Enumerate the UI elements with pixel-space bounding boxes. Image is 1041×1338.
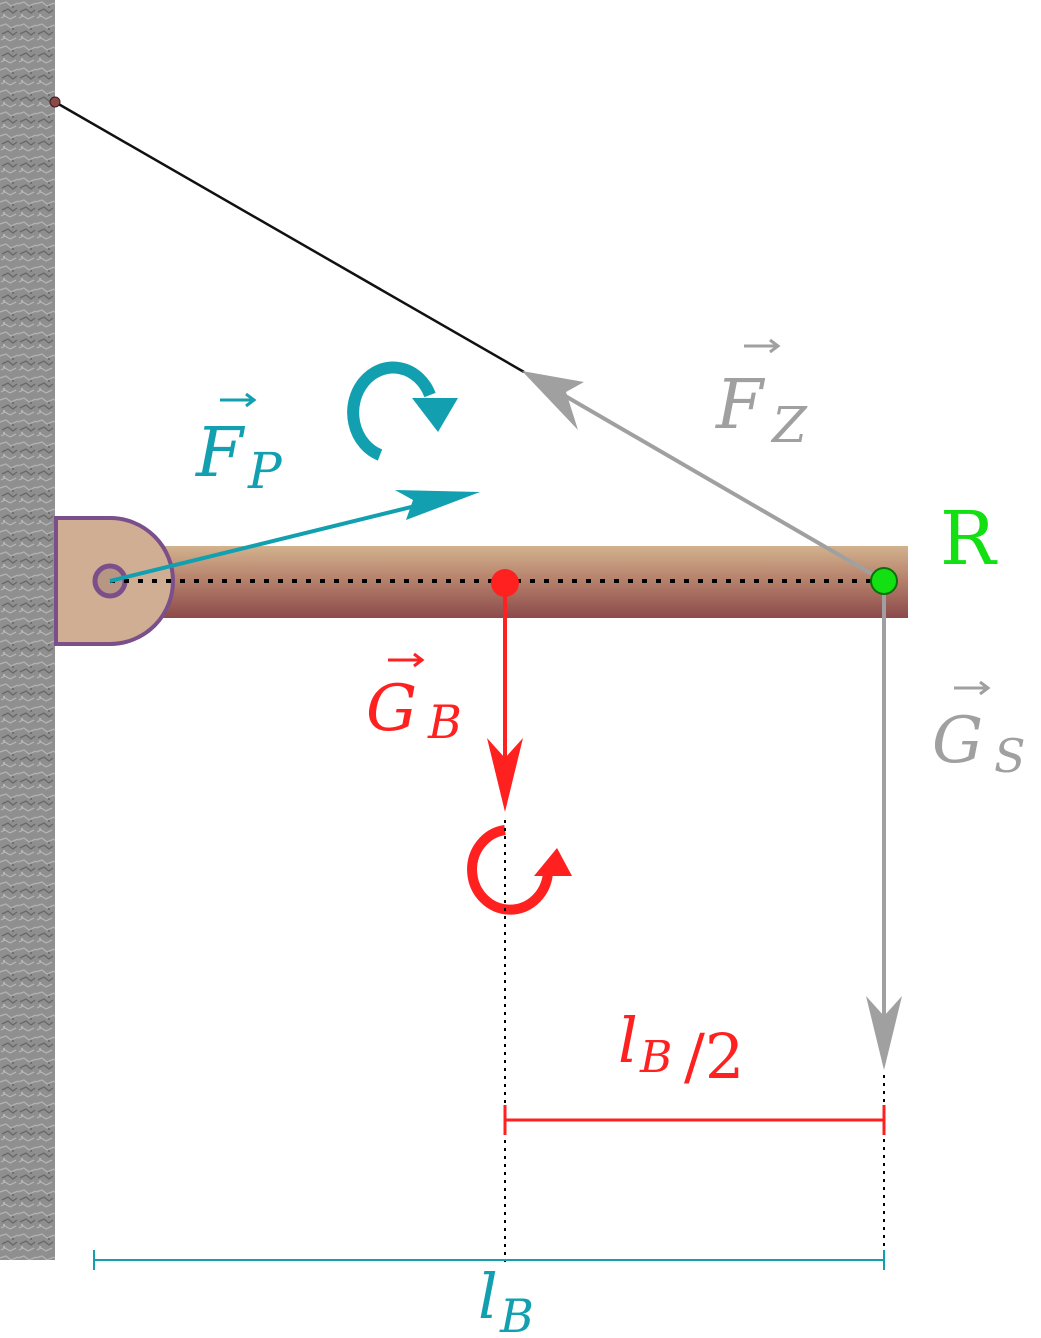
force-fz-label-sub: Z — [770, 396, 808, 454]
force-gb-label-sub: B — [427, 695, 462, 749]
force-gs-label-main: G — [932, 704, 983, 778]
force-fp-label-main: F — [194, 414, 246, 493]
half-length-dimension — [503, 1105, 886, 1135]
vector-arrow-icon — [388, 652, 425, 668]
half-length-label: l B /2 — [618, 1004, 744, 1093]
force-fz-label-main: F — [714, 366, 766, 445]
full-length-label-sub: B — [499, 1289, 534, 1338]
full-length-dimension — [93, 1250, 885, 1270]
full-length-label: l B — [478, 1260, 534, 1338]
force-gs-label: G S — [932, 680, 1026, 783]
counterclockwise-rotation-icon — [467, 825, 572, 915]
vector-arrow-icon — [220, 392, 257, 408]
force-fp-arrowhead — [395, 490, 480, 520]
force-gs-label-sub: S — [994, 729, 1026, 783]
full-length-label-l: l — [478, 1260, 498, 1333]
force-gb-arrowhead — [487, 738, 523, 812]
vector-arrow-icon — [954, 680, 991, 696]
vector-arrow-icon — [744, 338, 781, 354]
rope-anchor — [49, 96, 61, 108]
force-fp-label-sub: P — [247, 442, 283, 500]
force-fz-arrowhead — [522, 371, 584, 430]
force-gb-label: G B — [366, 652, 462, 749]
force-fp-label: F P — [194, 392, 283, 500]
clockwise-rotation-icon — [347, 361, 458, 461]
rope — [54, 100, 525, 374]
force-fp-arrow — [109, 495, 453, 583]
center-of-mass-point — [491, 569, 519, 597]
beam — [150, 546, 908, 618]
force-gb-label-main: G — [366, 672, 417, 746]
half-length-label-sub: B — [639, 1032, 672, 1083]
rope-attachment-point-r — [870, 567, 898, 595]
half-length-label-div: /2 — [684, 1020, 744, 1093]
force-gs-arrowhead — [866, 996, 902, 1070]
point-r-label: R — [940, 496, 998, 582]
force-fz-label: F Z — [714, 338, 808, 454]
half-length-label-l: l — [618, 1004, 638, 1077]
force-fz-arrow — [546, 384, 886, 583]
wall — [0, 0, 55, 1260]
wall-edge-shade — [0, 0, 55, 1260]
